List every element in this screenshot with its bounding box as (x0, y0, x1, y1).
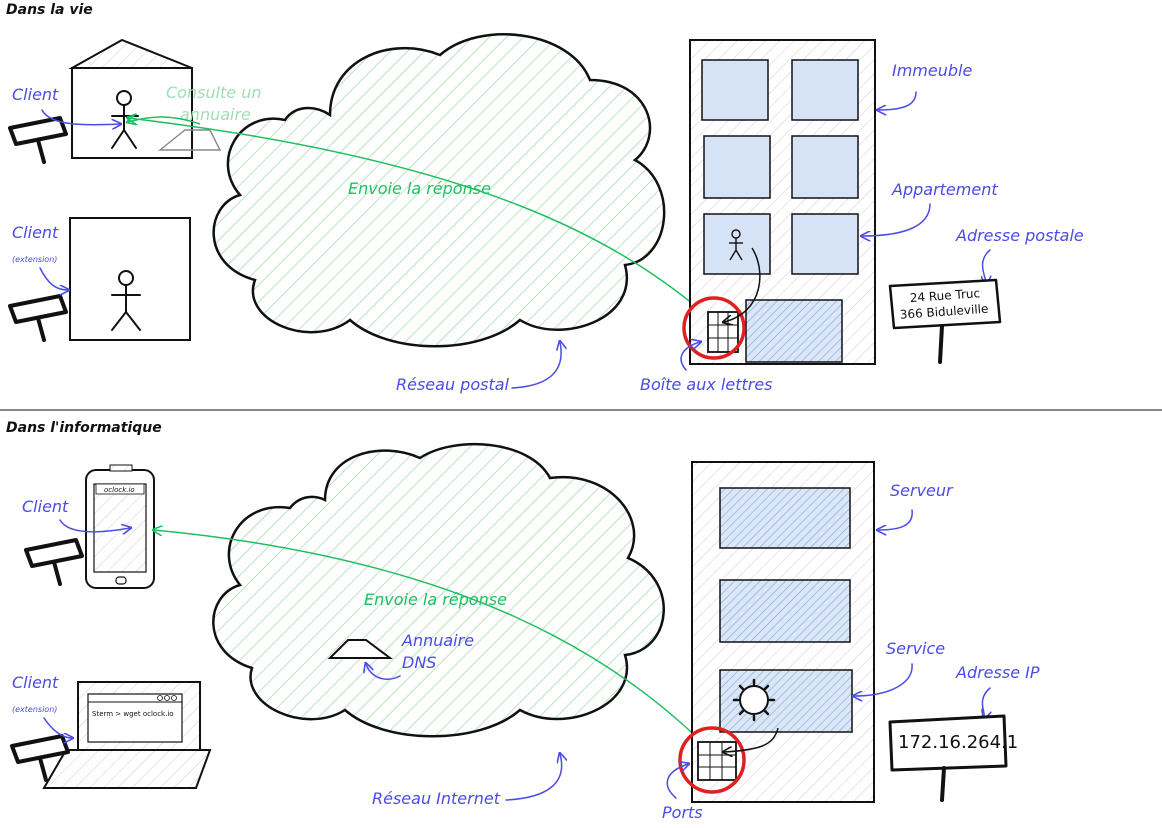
client-2-extension: (extension) (12, 255, 57, 264)
client-1-arrow (41, 109, 120, 125)
client-1-label: Client (12, 85, 59, 104)
dns-directory-icon (327, 639, 393, 659)
dns-label-2: DNS (402, 653, 436, 672)
internet-network-arrow (505, 754, 562, 801)
client-2-label: Client (12, 223, 59, 242)
apartment-label: Appartement (891, 180, 998, 199)
ports-arrow (666, 764, 688, 799)
client-2-sign (8, 294, 68, 342)
postal-network-label: Réseau postal (396, 375, 510, 394)
client-2-arrow (39, 267, 68, 290)
terminal-command: Sterm > wget oclock.io (92, 710, 174, 718)
client-3-arrow (59, 519, 130, 532)
person-icon (729, 229, 743, 261)
server-unit (719, 487, 851, 549)
internet-cloud (212, 442, 665, 738)
service-to-port-arrow (724, 727, 779, 752)
service-arrow (854, 663, 913, 696)
laptop-device (42, 681, 212, 789)
ip-address-arrow (982, 687, 990, 718)
directory-book-icon (158, 129, 222, 151)
consult-directory-label: Consulte un (166, 83, 262, 102)
response-label-computing: Envoie la réponse (364, 590, 507, 609)
response-arrow-life (128, 118, 713, 321)
ports-highlight-ring (678, 726, 746, 794)
client-4-arrow (43, 717, 72, 738)
building-arrow (878, 91, 917, 110)
service-label: Service (886, 639, 945, 658)
person-icon (111, 270, 141, 331)
client-1-sign (8, 116, 68, 164)
client-2-box (69, 217, 191, 341)
building-label: Immeuble (892, 61, 972, 80)
phone-device (85, 464, 155, 589)
postal-address-arrow (983, 249, 990, 284)
port-grid-icon (697, 741, 737, 781)
gear-icon (732, 678, 776, 722)
postal-address-label: Adresse postale (955, 226, 1084, 245)
dns-arrow (366, 664, 401, 680)
house (68, 38, 193, 159)
address-line-1: 24 Rue Truc (909, 286, 980, 305)
mailbox-label: Boîte aux lettres (640, 375, 773, 394)
client-4-extension: (extension) (12, 705, 57, 714)
mailbox-to-apartment-arrow (724, 247, 761, 322)
dns-label-1: Annuaire (401, 631, 474, 650)
mailbox-arrow (680, 342, 700, 371)
building-door (745, 299, 843, 363)
response-arrow-computing (154, 530, 713, 753)
address-line-2: 366 Biduleville (899, 302, 988, 322)
server-unit (719, 579, 851, 643)
response-label-life: Envoie la réponse (348, 179, 491, 198)
apartment-arrow (862, 203, 931, 236)
client-3-sign (24, 538, 84, 586)
section-title-life: Dans la vie (6, 2, 93, 18)
address-sign (888, 278, 1002, 364)
ports-label: Ports (662, 803, 703, 822)
phone-url: oclock.io (104, 486, 135, 494)
section-title-computing: Dans l'informatique (6, 420, 162, 436)
postal-network-arrow (511, 342, 561, 389)
internet-network-label: Réseau Internet (372, 789, 501, 808)
ip-address-label: Adresse IP (955, 663, 1040, 682)
ip-address-value: 172.16.264.1 (898, 732, 1018, 753)
ip-address-sign (888, 714, 1008, 802)
mailbox-highlight-ring (682, 296, 746, 360)
server-arrow (878, 509, 913, 530)
consult-directory-label-2: annuaire (180, 105, 251, 124)
client-3-label: Client (22, 497, 69, 516)
postal-network-cloud (212, 33, 666, 348)
client-4-label: Client (12, 673, 59, 692)
server-label: Serveur (890, 481, 954, 500)
